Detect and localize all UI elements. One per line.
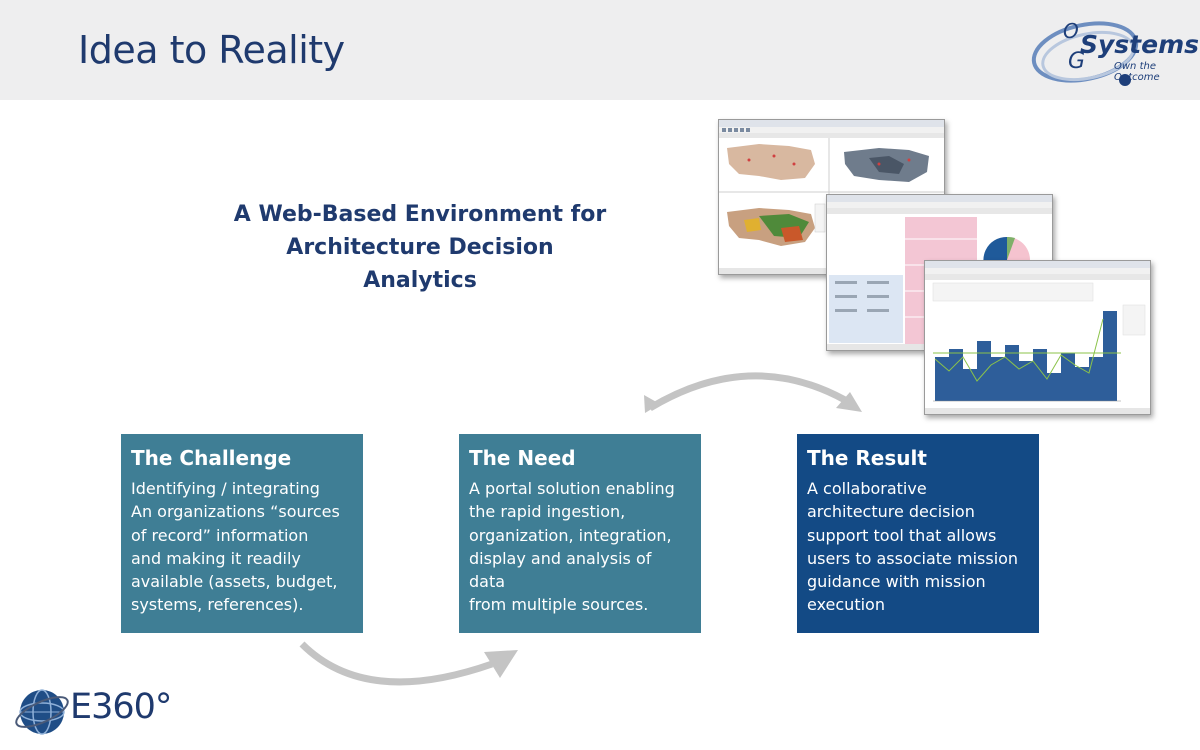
challenge-box: The Challenge Identifying / integrating …: [121, 434, 363, 633]
e360-logo: E360°: [14, 682, 172, 742]
og-tagline: Own the Outcome: [1114, 61, 1160, 83]
curved-arrow-icon: [644, 372, 862, 413]
og-systems-logo: O G Systems Own the Outcome: [1030, 12, 1199, 92]
e360-text: E360°: [70, 687, 172, 727]
result-box: The Result A collaborative architecture …: [797, 434, 1039, 633]
need-title: The Need: [469, 446, 576, 470]
header-bar: Idea to Reality O G Systems Own the Outc…: [0, 0, 1200, 100]
curved-arrow-icon: [299, 641, 518, 686]
svg-text:O: O: [1063, 19, 1079, 43]
need-box: The Need A portal solution enabling the …: [459, 434, 701, 633]
result-body: A collaborative architecture decision su…: [807, 479, 1019, 615]
og-swoosh-icon: O G: [1031, 19, 1139, 86]
need-body: A portal solution enabling the rapid ing…: [469, 479, 675, 615]
result-title: The Result: [807, 446, 927, 470]
svg-text:G: G: [1068, 49, 1085, 74]
histogram-dashboard-image: [925, 261, 1150, 414]
subtitle: A Web-Based Environment for Architecture…: [233, 202, 607, 293]
challenge-title: The Challenge: [131, 446, 292, 470]
challenge-body: Identifying / integrating An organizatio…: [131, 479, 340, 615]
page-title: Idea to Reality: [78, 28, 345, 72]
og-brand-text: Systems: [1080, 30, 1200, 59]
globe-icon: [15, 689, 69, 735]
histogram-dashboard-screenshot: [924, 260, 1151, 415]
